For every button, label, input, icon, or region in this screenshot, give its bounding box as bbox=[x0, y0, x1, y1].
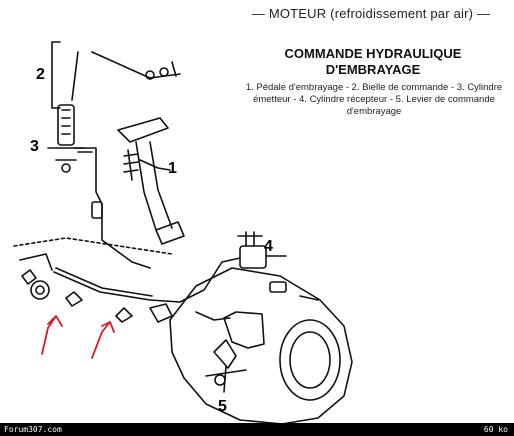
callout-3: 3 bbox=[30, 138, 39, 155]
control-rod bbox=[71, 51, 79, 101]
title-line-1: COMMANDE HYDRAULIQUE bbox=[284, 46, 462, 61]
callout-4: 4 bbox=[264, 238, 273, 255]
footer-site: Forum307.com bbox=[4, 425, 62, 434]
slave-cylinder bbox=[239, 245, 267, 269]
hydraulic-hose bbox=[53, 257, 241, 303]
title-line-2: D'EMBRAYAGE bbox=[325, 62, 421, 77]
control-rod-linkage bbox=[91, 51, 181, 79]
footer-bar: Forum307.com 60 ko bbox=[0, 423, 514, 436]
diagram-title: COMMANDE HYDRAULIQUE D'EMBRAYAGE bbox=[238, 46, 508, 78]
clutch-pedal bbox=[117, 117, 169, 143]
bracket-2 bbox=[51, 41, 61, 109]
footer-size: 60 ko bbox=[483, 425, 508, 434]
page-header: — MOTEUR (refroidissement par air) — bbox=[251, 6, 491, 21]
red-arrow-right bbox=[91, 321, 115, 359]
callout-5: 5 bbox=[218, 398, 227, 415]
red-arrow-left bbox=[41, 315, 63, 355]
gearbox-housing bbox=[169, 267, 353, 425]
reference-line bbox=[13, 237, 173, 255]
callout-1: 1 bbox=[168, 160, 177, 177]
parts-legend: 1. Pédale d'embrayage - 2. Bielle de com… bbox=[245, 82, 503, 117]
master-cylinder bbox=[57, 104, 75, 146]
callout-2: 2 bbox=[36, 66, 45, 83]
